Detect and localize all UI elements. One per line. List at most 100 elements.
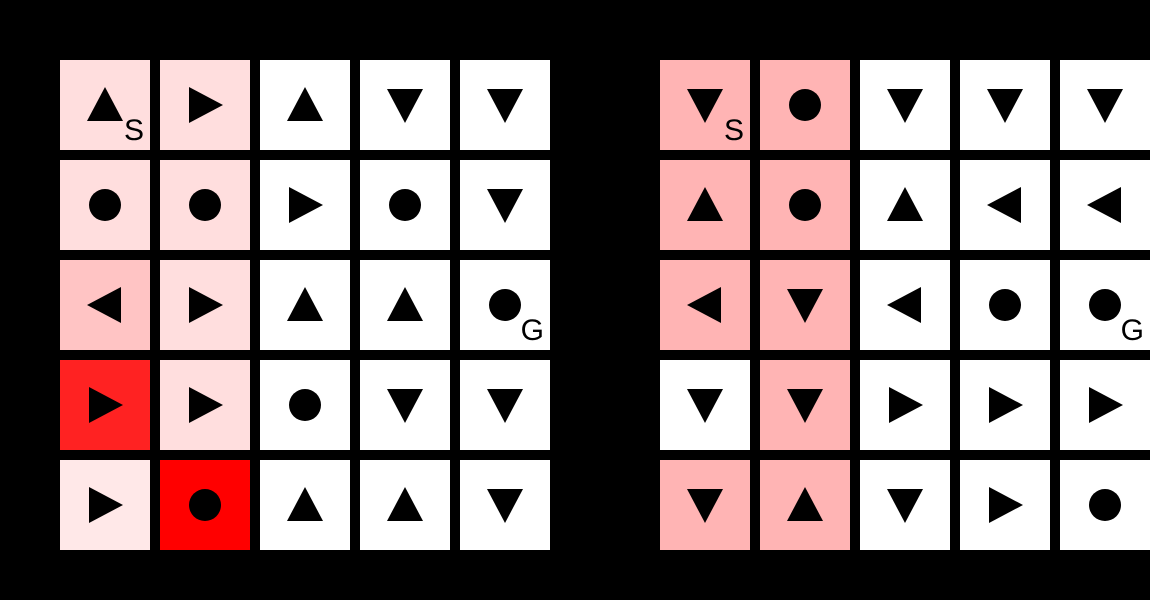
grid-cell: [260, 260, 350, 350]
right-arrow-icon: [989, 387, 1023, 423]
grid-cell: [960, 60, 1050, 150]
grid-cell: [160, 60, 250, 150]
grid-cell: [460, 160, 550, 250]
down-arrow-icon: [1087, 89, 1123, 123]
down-arrow-icon: [487, 89, 523, 123]
down-arrow-icon: [887, 89, 923, 123]
grid-cell: [460, 360, 550, 450]
grid-cell: [960, 260, 1050, 350]
left-arrow-icon: [87, 287, 121, 323]
grid-cell: [1060, 60, 1150, 150]
dot-icon: [1089, 289, 1121, 321]
grid-cell: [660, 460, 750, 550]
down-arrow-icon: [487, 489, 523, 523]
left-arrow-icon: [1087, 187, 1121, 223]
grid-cell: [760, 160, 850, 250]
grid-cell: [360, 60, 450, 150]
right-arrow-icon: [289, 187, 323, 223]
grid-cell: [260, 360, 350, 450]
grid-cell: [860, 60, 950, 150]
grid-cell: G: [460, 260, 550, 350]
start-label: S: [123, 114, 144, 147]
grid-cell: [860, 260, 950, 350]
right-arrow-icon: [189, 87, 223, 123]
grid-cell: [860, 460, 950, 550]
grid-cell: [1060, 360, 1150, 450]
grid-cell: [160, 160, 250, 250]
grid-cell: [960, 360, 1050, 450]
grid-cell: [360, 460, 450, 550]
down-arrow-icon: [787, 289, 823, 323]
grid-cell: [60, 360, 150, 450]
start-label: S: [723, 114, 744, 147]
grid-cell: [960, 160, 1050, 250]
down-arrow-icon: [387, 89, 423, 123]
goal-label: G: [520, 314, 544, 347]
grid-cell: [760, 60, 850, 150]
grid-cell: [860, 360, 950, 450]
down-arrow-icon: [487, 389, 523, 423]
down-arrow-icon: [687, 389, 723, 423]
right-arrow-icon: [189, 287, 223, 323]
grid-cell: [160, 460, 250, 550]
up-arrow-icon: [887, 187, 923, 221]
grid-cell: [1060, 460, 1150, 550]
grid-cell: [860, 160, 950, 250]
left-arrow-icon: [687, 287, 721, 323]
dot-icon: [89, 189, 121, 221]
left-arrow-icon: [987, 187, 1021, 223]
up-arrow-icon: [287, 287, 323, 321]
down-arrow-icon: [787, 389, 823, 423]
right-arrow-icon: [89, 487, 123, 523]
up-arrow-icon: [387, 487, 423, 521]
dot-icon: [1089, 489, 1121, 521]
grid-cell: [960, 460, 1050, 550]
grid-cell: [760, 460, 850, 550]
goal-label: G: [1120, 314, 1144, 347]
down-arrow-icon: [687, 489, 723, 523]
dot-icon: [989, 289, 1021, 321]
grid-cell: [60, 160, 150, 250]
dot-icon: [789, 189, 821, 221]
dot-icon: [289, 389, 321, 421]
up-arrow-icon: [287, 87, 323, 121]
right-arrow-icon: [89, 387, 123, 423]
right-arrow-icon: [189, 387, 223, 423]
grid-cell: [360, 160, 450, 250]
grid-cell: [760, 360, 850, 450]
up-arrow-icon: [787, 487, 823, 521]
dot-icon: [189, 189, 221, 221]
grid-cell: [160, 360, 250, 450]
down-arrow-icon: [487, 189, 523, 223]
right-arrow-icon: [1089, 387, 1123, 423]
grid-cell: [160, 260, 250, 350]
grid-cell: [460, 60, 550, 150]
grid-cell: [660, 360, 750, 450]
grid-cell: [660, 160, 750, 250]
dot-icon: [489, 289, 521, 321]
right-arrow-icon: [989, 487, 1023, 523]
left-arrow-icon: [887, 287, 921, 323]
grid-cell: [60, 460, 150, 550]
down-arrow-icon: [687, 89, 723, 123]
grid-cell: [760, 260, 850, 350]
grid-cell: [360, 260, 450, 350]
grid-cell: S: [660, 60, 750, 150]
grid-cell: [660, 260, 750, 350]
grid-cell: [60, 260, 150, 350]
up-arrow-icon: [387, 287, 423, 321]
grid-cell: G: [1060, 260, 1150, 350]
up-arrow-icon: [687, 187, 723, 221]
grid-cell: [260, 160, 350, 250]
right-arrow-icon: [889, 387, 923, 423]
grid-cell: [260, 460, 350, 550]
down-arrow-icon: [987, 89, 1023, 123]
dot-icon: [389, 189, 421, 221]
dot-icon: [189, 489, 221, 521]
grid-cell: [360, 360, 450, 450]
grid-cell: S: [60, 60, 150, 150]
grid-cell: [460, 460, 550, 550]
